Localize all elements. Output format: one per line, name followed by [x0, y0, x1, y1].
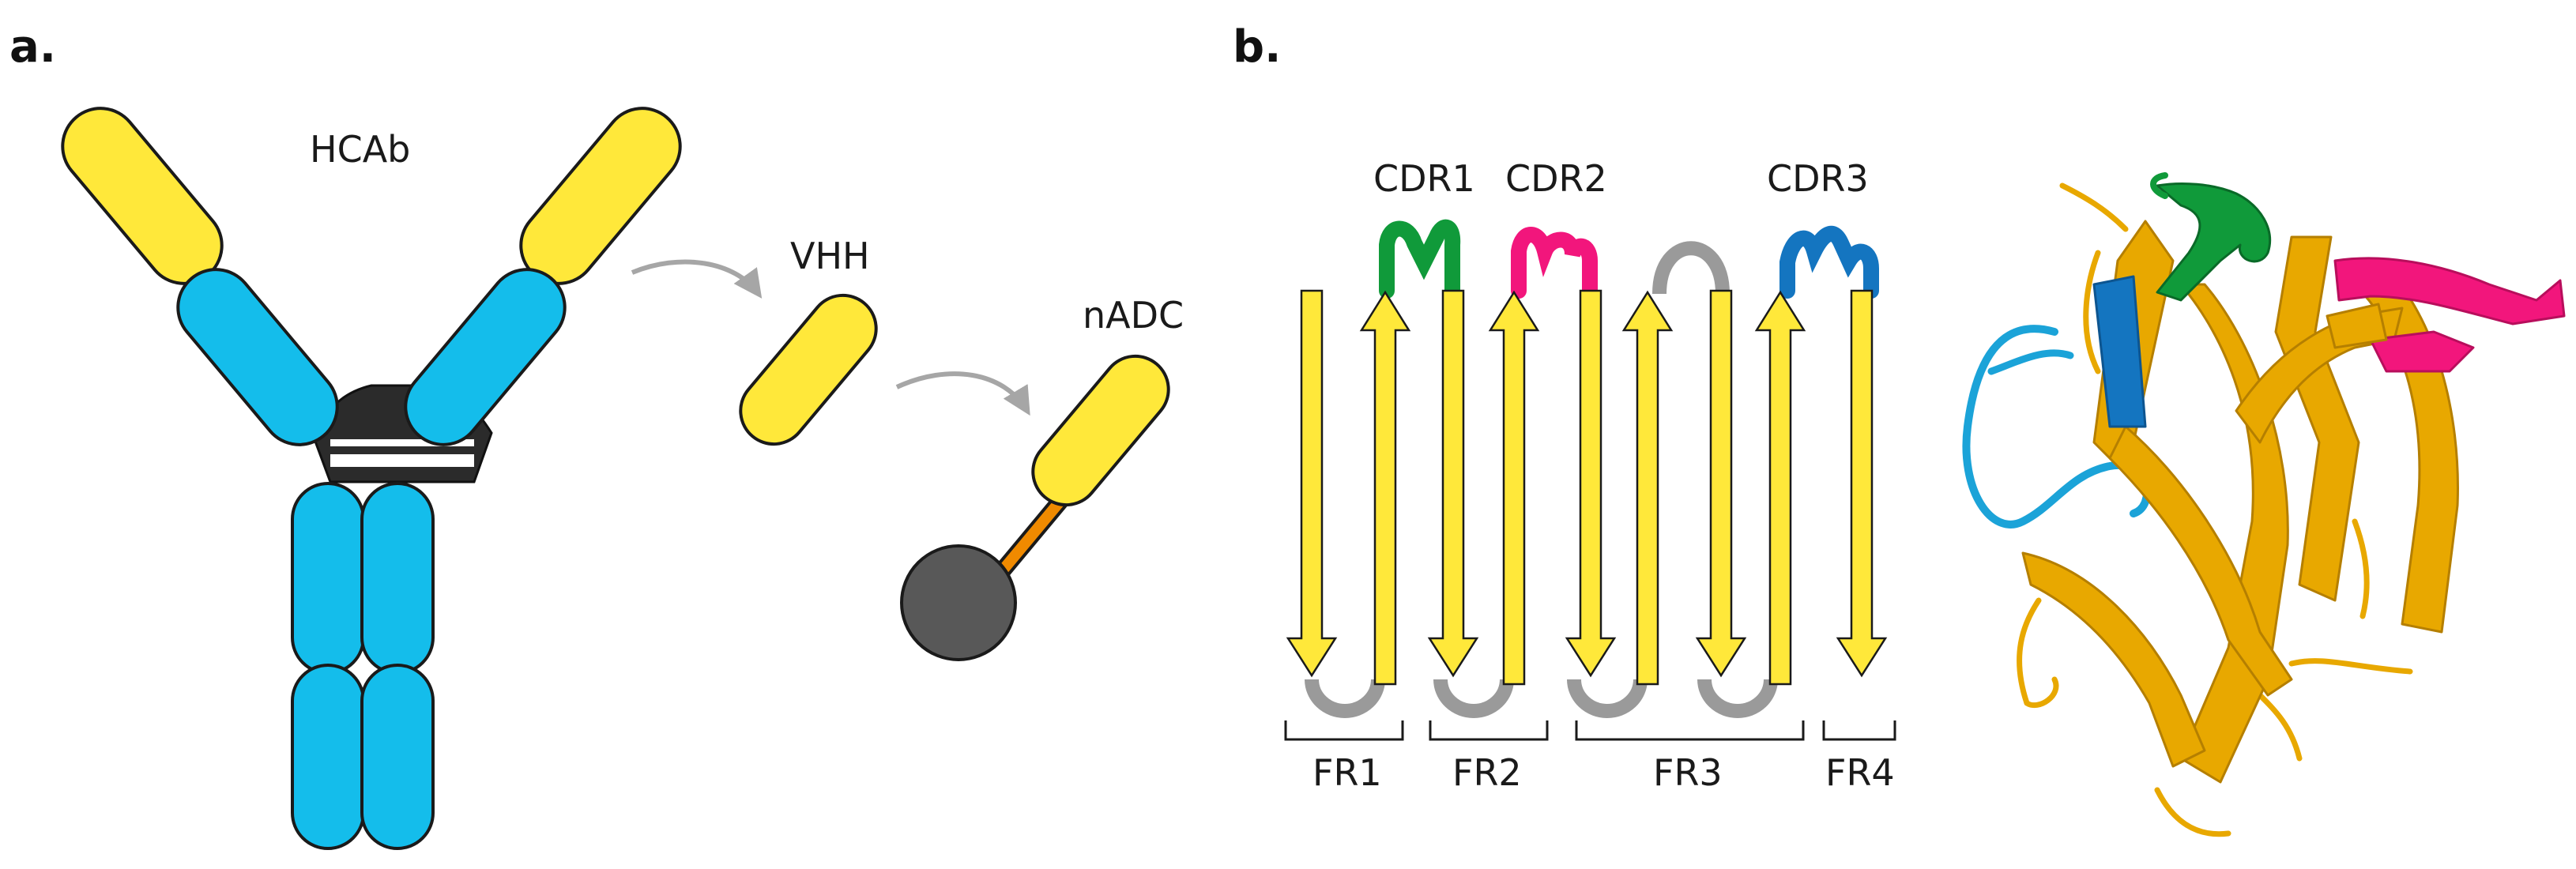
cdr3-strand	[2092, 275, 2147, 428]
nadc-vhh-domain	[1031, 354, 1170, 507]
cdr1-loop-ribbon	[2156, 182, 2272, 302]
beta-strands	[1286, 289, 1888, 686]
strand-g-down	[1695, 289, 1747, 678]
strand-f-up	[1621, 290, 1674, 686]
cdr2-label: CDR2	[1505, 157, 1607, 200]
hcab-fc-upper-right	[360, 482, 435, 675]
bracket-fr3	[1575, 720, 1805, 741]
arrow-hcab-to-vhh	[631, 259, 763, 299]
strand-a-down	[1286, 289, 1338, 678]
fr3-label: FR3	[1653, 751, 1723, 794]
payload-sphere	[900, 544, 1017, 661]
strand-i-down	[1836, 289, 1888, 678]
strand-e-down	[1565, 289, 1617, 678]
panel-b-label: b.	[1233, 21, 1281, 73]
strand-d-up	[1488, 290, 1540, 686]
hcab-vhh-right	[519, 107, 682, 285]
vhh-label: VHH	[790, 235, 870, 277]
hcab-ch2-right	[404, 268, 567, 446]
cdr2-loop	[1511, 227, 1598, 299]
loop-fr1	[1305, 679, 1385, 718]
cdr3-loop	[1779, 225, 1879, 299]
hcab-ch2-left	[176, 268, 339, 446]
nadc-construct	[900, 354, 1170, 661]
fr2-label: FR2	[1452, 751, 1522, 794]
fr4-label: FR4	[1825, 751, 1895, 794]
strand-h-up	[1754, 290, 1806, 686]
bracket-fr4	[1822, 720, 1896, 741]
hcab-fc-lower-left	[291, 664, 365, 850]
panel-a-label: a.	[9, 21, 56, 73]
hcab-fc-upper-left	[291, 482, 365, 675]
bracket-fr1	[1284, 720, 1404, 741]
bracket-fr2	[1429, 720, 1549, 741]
strand-b-up	[1359, 290, 1411, 686]
arrow-vhh-to-nadc	[895, 371, 1030, 416]
vhh-ribbon-structure	[1962, 172, 2566, 837]
hinge-bridge-gap	[330, 439, 474, 446]
loop-fr3b	[1697, 679, 1778, 718]
hcab-vhh-left	[61, 107, 224, 285]
hcab-fc-lower-right	[360, 664, 435, 850]
vhh-domain	[739, 293, 878, 446]
nadc-label: nADC	[1083, 294, 1184, 337]
bottom-loops	[1305, 679, 1778, 718]
fr-brackets	[1284, 720, 1896, 741]
loop-fr3a	[1567, 679, 1648, 718]
hcab-label: HCAb	[310, 128, 410, 171]
hinge-bridge-gap	[330, 454, 474, 467]
cdr3-label: CDR3	[1767, 157, 1869, 200]
loop-fr2	[1433, 679, 1514, 718]
strand-c-down	[1427, 289, 1479, 678]
fr1-label: FR1	[1312, 751, 1382, 794]
hcab-antibody	[61, 107, 682, 850]
top-loop-gray	[1652, 241, 1730, 295]
cdr1-label: CDR1	[1373, 157, 1475, 200]
cdr1-loop	[1379, 219, 1461, 299]
cdr2-ribbon	[2333, 257, 2566, 325]
